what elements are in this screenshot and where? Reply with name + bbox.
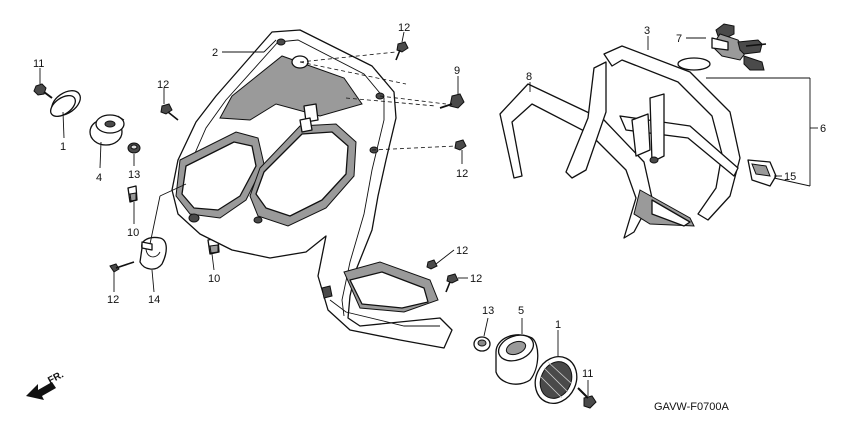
- callout-5: 5: [518, 305, 524, 317]
- band-14: [139, 236, 167, 270]
- clip-10-left: [127, 185, 138, 203]
- callout-11: 11: [33, 58, 44, 70]
- bolt-11-top: [33, 83, 53, 99]
- callout-12: 12: [107, 294, 119, 306]
- callout-12: 12: [456, 245, 468, 257]
- leader-lines: [39, 31, 818, 396]
- grommet-5: [495, 334, 539, 385]
- screw-12-e: [426, 259, 438, 270]
- callout-7: 7: [676, 33, 682, 45]
- callout-14: 14: [148, 294, 160, 306]
- callout-13: 13: [128, 169, 140, 181]
- cap-1-bottom: [534, 356, 578, 404]
- callout-15: 15: [784, 171, 796, 183]
- callout-2: 2: [212, 47, 218, 59]
- screw-12-c: [395, 41, 409, 61]
- grommet-4: [89, 114, 125, 146]
- nut-13-right: [473, 336, 491, 352]
- callout-8: 8: [526, 71, 532, 83]
- screw-12-d: [454, 139, 467, 151]
- callout-12: 12: [456, 168, 468, 180]
- callout-labels: 11 1 4 12 13 10 12 14 10 2 12 9 12 12 12…: [33, 22, 826, 380]
- bolt-11-bottom: [577, 387, 597, 409]
- screw-12-f: [445, 273, 459, 293]
- callout-1: 1: [60, 141, 66, 153]
- callout-10: 10: [208, 273, 220, 285]
- callout-4: 4: [96, 172, 102, 184]
- callout-12: 12: [398, 22, 410, 34]
- callout-9: 9: [454, 65, 460, 77]
- callout-1: 1: [555, 319, 561, 331]
- callout-6: 6: [820, 123, 826, 135]
- diagram-code: GAVW-F0700A: [654, 401, 729, 413]
- callout-11: 11: [582, 368, 593, 380]
- key-lock-7: [677, 23, 767, 71]
- guide-lines: [299, 51, 457, 151]
- lid-3: [565, 45, 777, 227]
- callout-13: 13: [482, 305, 494, 317]
- screw-12-b: [109, 261, 135, 273]
- cap-1-top: [49, 90, 81, 118]
- callout-12: 12: [470, 273, 482, 285]
- bolt-9: [439, 93, 465, 109]
- callout-12: 12: [157, 79, 169, 91]
- nut-13-left: [127, 142, 141, 154]
- callout-10: 10: [127, 227, 139, 239]
- callout-3: 3: [644, 25, 650, 37]
- seal-8: [499, 83, 653, 239]
- screw-12-a: [160, 103, 179, 121]
- front-direction-label: FR.: [46, 369, 66, 386]
- inner-box-2: [171, 29, 453, 349]
- front-direction-arrow: [26, 382, 56, 400]
